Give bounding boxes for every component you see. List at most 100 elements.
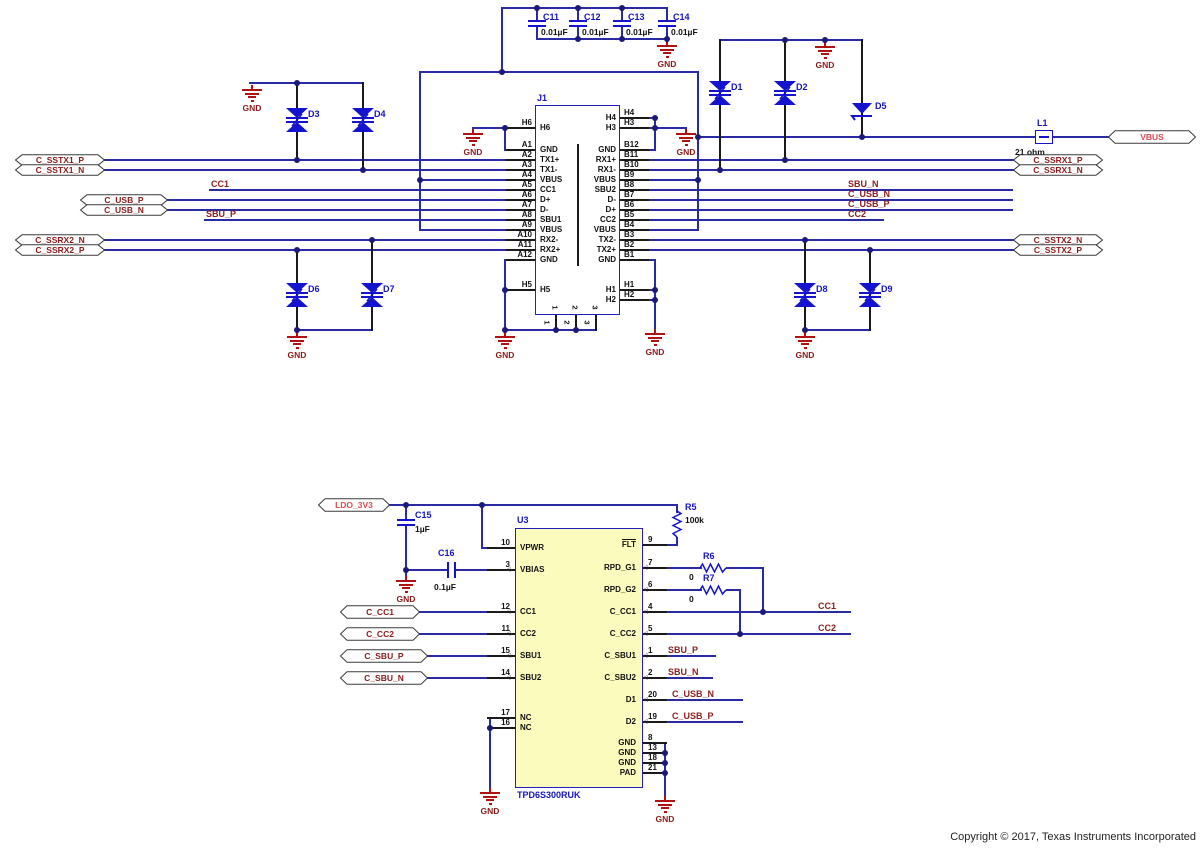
net-tag-label: C_SBU_N: [364, 673, 404, 683]
gnd-symbol-bar: [815, 46, 835, 48]
junction-dot: [695, 134, 701, 140]
gnd-label: GND: [242, 103, 262, 113]
wire: [619, 199, 649, 201]
j1-pin-name-right: D-: [607, 195, 616, 204]
wire: [506, 289, 536, 291]
diode-D5: [850, 103, 872, 121]
j1-pin-name-right: GND: [598, 255, 616, 264]
net-label-sbu_p: SBU_P: [668, 645, 699, 655]
j1-pin-number-left: A10: [517, 230, 532, 239]
u3-pin-number-left: 16: [501, 718, 510, 727]
wire: [249, 82, 364, 84]
resistor-value: 0: [689, 594, 694, 604]
u3-pin-name-right: GND: [618, 738, 636, 747]
junction-dot: [573, 327, 579, 333]
wire: [489, 717, 491, 788]
wire: [506, 249, 536, 251]
wire: [619, 159, 1014, 161]
junction-dot: [294, 80, 300, 86]
junction-dot: [294, 157, 300, 163]
gnd-label: GND: [676, 147, 696, 157]
j1-pin-name-right: TX2+: [596, 245, 616, 254]
wire: [104, 169, 536, 171]
u3-pin-name-right: C_SBU1: [604, 651, 636, 660]
u3-pin-name-right: RPD_G2: [603, 585, 636, 594]
j1-pin-name-left: CC1: [540, 185, 557, 194]
ic-ref-designator: U3: [517, 515, 529, 525]
gnd-stub: [824, 42, 826, 46]
wire: [506, 179, 536, 181]
gnd-symbol-bar: [463, 133, 483, 135]
capacitor-value: 0.01µF: [626, 27, 653, 37]
net-tag-ldo_3v3: LDO_3V3: [317, 498, 391, 512]
pin-arrow-icon: ◁: [506, 631, 511, 637]
u3-pin-number-right: 13: [648, 743, 657, 752]
j1-pin-number-right: B8: [624, 180, 635, 189]
wire: [487, 677, 516, 679]
wire: [619, 219, 884, 221]
gnd-symbol-bar: [823, 56, 827, 59]
net-tag-outline: [339, 649, 429, 663]
j1-pin-number-left: A3: [521, 160, 532, 169]
gnd-label: GND: [815, 60, 835, 70]
net-label-cc1: CC1: [211, 179, 230, 189]
wire: [619, 179, 699, 181]
wire: [487, 717, 516, 719]
j1-shield-pin-number: 1: [542, 320, 552, 325]
junction-dot: [487, 725, 493, 731]
wire: [642, 611, 667, 613]
wire: [419, 71, 421, 231]
wire: [506, 229, 536, 231]
pin-arrow-icon: ◁: [506, 609, 511, 615]
u3-pin-number-right: 8: [648, 733, 653, 742]
j1-pin-number-right: H1: [624, 280, 635, 289]
gnd-symbol-bar: [287, 336, 307, 338]
capacitor-ref: C11: [543, 12, 560, 22]
wire: [575, 314, 577, 331]
wire: [455, 569, 516, 571]
j1-pin-name-right: TX2-: [598, 235, 616, 244]
wire: [389, 504, 678, 506]
diode-D9: [859, 283, 881, 307]
wire: [619, 239, 1014, 241]
net-tag-label: C_SSTX1_N: [35, 165, 85, 175]
net-tag-outline: [339, 627, 421, 641]
net-tag-outline: [14, 244, 106, 256]
net-tag-c_ssrx1_n: C_SSRX1_N: [1012, 164, 1104, 176]
gnd-stub: [405, 576, 407, 580]
wire: [506, 199, 536, 201]
j1-pin-name-left: TX1+: [540, 155, 560, 164]
pin-arrow-icon: ◁: [506, 675, 511, 681]
gnd-stub: [664, 796, 666, 800]
gnd-stub: [489, 788, 491, 792]
wire: [642, 633, 851, 635]
capacitor-ref: C13: [628, 12, 645, 22]
gnd-symbol-bar: [657, 45, 677, 47]
j1-pin-name-right: SBU2: [594, 185, 616, 194]
junction-dot: [652, 125, 658, 131]
u3-pin-number-right: 21: [648, 763, 657, 772]
gnd-symbol-bar: [651, 340, 659, 342]
gnd-symbol-bar: [469, 140, 477, 142]
j1-pin-name-right: H1: [605, 285, 616, 294]
wire: [726, 567, 764, 569]
gnd-symbol-bar: [396, 580, 416, 582]
u3-pin-name-left: SBU1: [520, 651, 542, 660]
j1-pin-name-right: GND: [598, 145, 616, 154]
ic-part-number: TPD6S300RUK: [517, 790, 581, 800]
wire: [697, 71, 699, 231]
junction-dot: [695, 177, 701, 183]
wire: [506, 169, 536, 171]
diode-D4: [352, 108, 374, 132]
net-tag-label: C_SSTX1_P: [35, 155, 85, 165]
connector-ref-designator: J1: [537, 93, 548, 103]
wire: [506, 259, 536, 261]
wire: [642, 699, 667, 701]
resistor-ref: R7: [703, 573, 715, 583]
j1-pin-number-left: A9: [521, 220, 532, 229]
pin-arrow-icon: ◁: [643, 697, 648, 703]
u3-pin-name-left: VPWR: [520, 543, 544, 552]
pin-arrow-icon: ◁: [643, 587, 648, 593]
gnd-symbol-bar: [250, 99, 254, 102]
j1-pin-name-right: D+: [605, 205, 616, 214]
